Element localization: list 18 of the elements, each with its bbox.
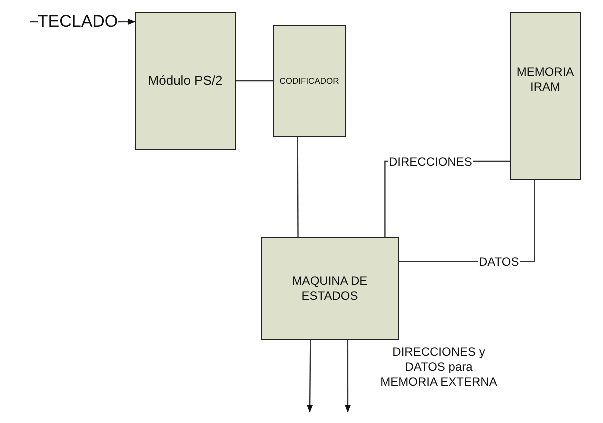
block-label: CODIFICADOR [280,76,340,87]
arrow [118,19,136,25]
connector-line [297,137,299,237]
block-box [510,12,581,180]
block-box [273,25,346,137]
arrow [307,340,313,413]
block-label: Módulo PS/2 [148,72,223,90]
block-box [135,12,236,150]
note-text: DIRECCIONES y DATOS para MEMORIA EXTERNA [380,345,498,390]
block-box [261,237,399,340]
arrow [345,340,351,413]
edge-label: DIRECCIONES [388,155,474,169]
connector-line [30,21,38,23]
connector-line [236,80,273,82]
block-label: TECLADO [38,11,118,33]
edge-label: DATOS [478,255,520,269]
block-label: MEMORIA IRAM [516,65,576,95]
block-label: MAQUINA DE ESTADOS [291,274,369,304]
